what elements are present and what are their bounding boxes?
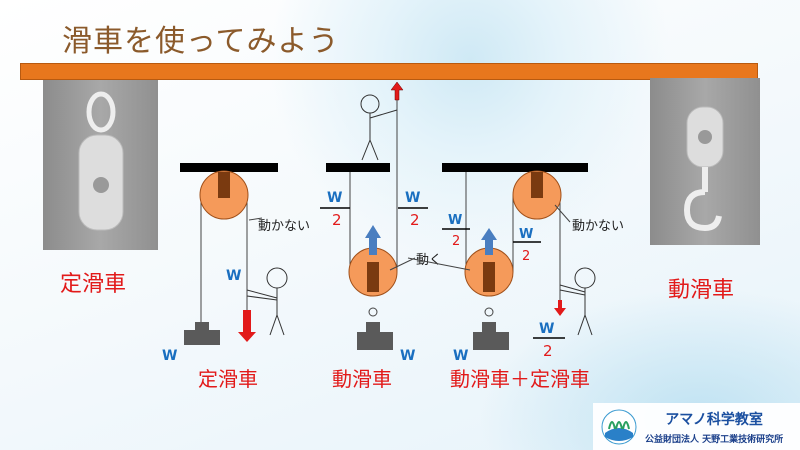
fraction-num: W: [539, 321, 554, 337]
fraction-num: W: [519, 227, 533, 242]
person-icon: [559, 267, 596, 336]
ceiling-beam: [20, 63, 758, 80]
up-arrow-icon: [365, 225, 381, 255]
logo-block: アマノ科学教室 公益財団法人 天野工業技術研究所: [593, 403, 800, 450]
weight-label: W: [400, 348, 415, 364]
fraction-den: 2: [452, 234, 460, 249]
combined-pulley-diagram: W 2 W 2 W 2 動かない W 動滑車＋定滑車: [407, 163, 624, 391]
weight: [357, 322, 393, 350]
logo-org: 公益財団法人 天野工業技術研究所: [645, 434, 784, 445]
fraction-den: 2: [410, 211, 420, 229]
up-arrow-icon: [390, 81, 404, 101]
fraction-den: 2: [332, 211, 342, 229]
combined-note: 動かない: [572, 219, 624, 234]
fraction-num: W: [327, 190, 342, 206]
fixed-caption: 定滑車: [198, 367, 258, 391]
down-arrow-icon: [238, 310, 256, 342]
movable-caption: 動滑車: [332, 367, 392, 391]
weight-label: W: [162, 348, 177, 364]
fixed-pulley-diagram: 動かない W W 定滑車: [162, 163, 310, 391]
movable-pulley-photo: [650, 78, 760, 245]
weight: [184, 322, 220, 345]
movable-pulley-photo-caption: 動滑車: [668, 278, 735, 303]
fraction-den: 2: [543, 342, 553, 360]
fixed-note: 動かない: [258, 219, 310, 234]
slide-title: 滑車を使ってみよう: [62, 24, 340, 59]
logo-icon: [601, 409, 637, 444]
logo-name: アマノ科学教室: [665, 411, 763, 428]
down-arrow-icon: [554, 300, 566, 316]
person-icon: [246, 267, 288, 336]
fixed-pulley-photo-caption: 定滑車: [60, 272, 127, 297]
weight-label: W: [453, 348, 468, 364]
up-arrow-icon: [481, 228, 497, 255]
person-icon: [360, 94, 398, 161]
movable-note: 動く: [416, 253, 442, 268]
force-label: W: [226, 268, 241, 284]
movable-pulley-diagram: W 2 W 2 動く W 動滑車: [320, 81, 442, 391]
combined-caption: 動滑車＋定滑車: [450, 367, 590, 391]
weight: [473, 322, 509, 350]
fixed-pulley-photo: [43, 80, 158, 250]
fraction-num: W: [448, 213, 462, 228]
fraction-den: 2: [522, 249, 530, 264]
fraction-num: W: [405, 190, 420, 206]
